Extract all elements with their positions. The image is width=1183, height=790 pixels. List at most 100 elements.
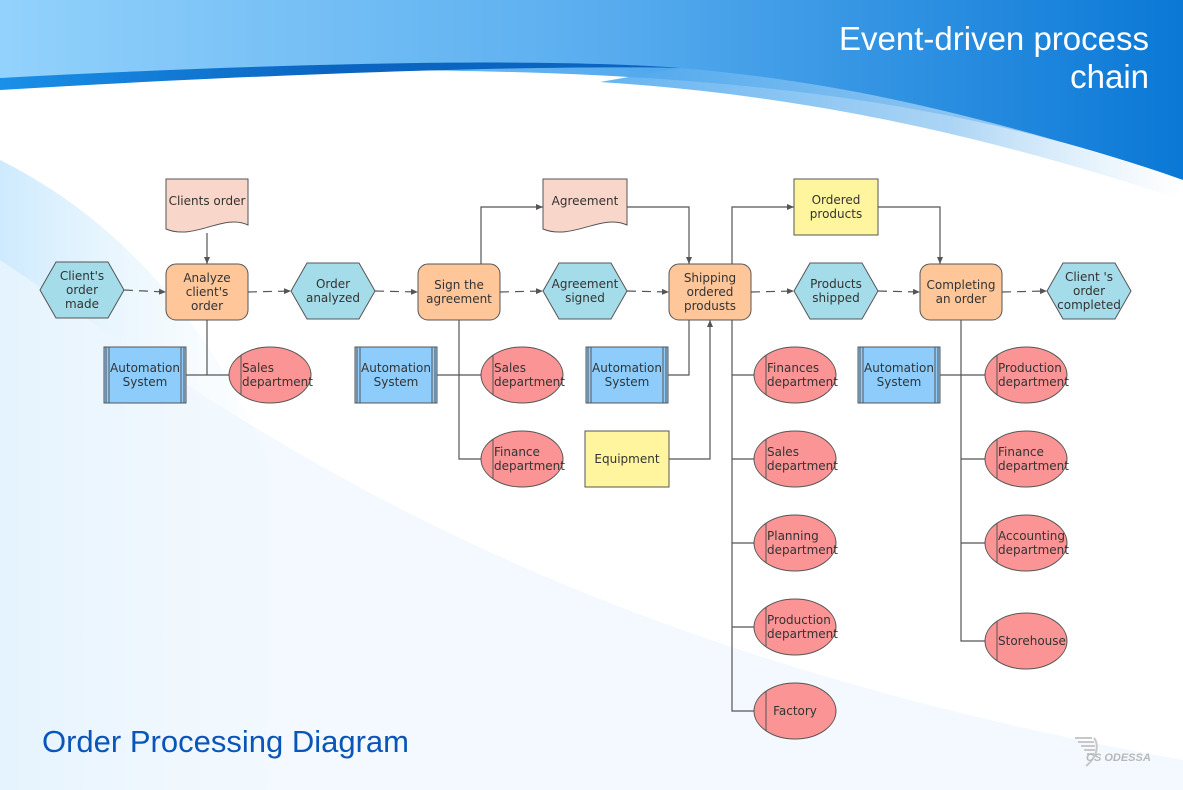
bottom-swoosh: [0, 260, 1183, 790]
org-unit-shape: [984, 430, 1068, 488]
connectors: [123, 204, 1048, 712]
node-label: department: [998, 375, 1069, 389]
node-org-o8[interactable]: Factory: [753, 682, 837, 740]
node-label: System: [605, 375, 650, 389]
header-accent-band: [0, 62, 680, 90]
node-label: Products: [810, 277, 862, 291]
node-label: Finance: [998, 445, 1044, 459]
node-label: Analyze: [183, 271, 230, 285]
org-unit-shape: [480, 430, 564, 488]
node-label: products: [810, 207, 862, 221]
event-shape: [39, 261, 125, 319]
node-label: Order: [316, 277, 350, 291]
flow-f3-i2: [731, 204, 794, 264]
node-label: ordered: [687, 285, 734, 299]
node-label: analyzed: [306, 291, 360, 305]
header-light-band: [600, 68, 1183, 200]
node-label: department: [998, 459, 1069, 473]
header-band: [0, 0, 1183, 180]
slide-subtitle: Order Processing Diagram: [42, 724, 409, 759]
node-label: Agreement: [552, 277, 619, 291]
node-label: order: [1073, 284, 1105, 298]
node-document-d1[interactable]: Clients order: [165, 178, 249, 233]
node-label: department: [767, 627, 838, 641]
node-label: department: [998, 543, 1069, 557]
system-shape: [585, 346, 669, 404]
node-label: department: [767, 375, 838, 389]
node-label: client's: [186, 285, 229, 299]
node-label: Clients order: [169, 194, 246, 208]
assoc-f4-trunk: [960, 320, 985, 642]
node-label: department: [767, 543, 838, 557]
node-label: System: [123, 375, 168, 389]
node-label: Production: [998, 361, 1062, 375]
node-info-i1[interactable]: Equipment: [584, 430, 670, 488]
node-label: Production: [767, 613, 831, 627]
node-label: Automation: [361, 361, 431, 375]
node-label: Completing: [926, 278, 995, 292]
node-label: System: [374, 375, 419, 389]
flow-f2-d2: [480, 204, 543, 264]
org-unit-shape: [228, 346, 312, 404]
control-flow-f3-e4: [750, 288, 795, 295]
document-shape: [165, 178, 249, 233]
node-label: order: [191, 299, 223, 313]
node-label: department: [242, 375, 313, 389]
node-label: Ordered: [812, 193, 861, 207]
node-label: Agreement: [552, 194, 619, 208]
node-org-o12[interactable]: Storehouse: [984, 612, 1068, 670]
org-unit-shape: [984, 346, 1068, 404]
node-label: Sales: [494, 361, 526, 375]
event-shape: [1046, 262, 1132, 320]
control-flow-e4-f4: [877, 288, 921, 295]
control-flow-f2-e3: [499, 288, 544, 295]
system-shape: [354, 346, 438, 404]
node-label: shipped: [812, 291, 859, 305]
control-flow-f1-e2: [247, 288, 292, 295]
node-label: Sales: [767, 445, 799, 459]
node-document-d2[interactable]: Agreement: [542, 178, 628, 233]
slide-title: Event-driven process chain: [839, 20, 1149, 96]
node-label: Automation: [592, 361, 662, 375]
node-label: an order: [936, 292, 987, 306]
flow-i2-f4: [878, 206, 943, 264]
assoc-f3-trunk: [731, 320, 754, 712]
org-unit-shape: [480, 346, 564, 404]
system-shape: [857, 346, 941, 404]
node-label: Client's: [60, 269, 104, 283]
document-shape: [542, 178, 628, 233]
node-label: Storehouse: [998, 634, 1066, 648]
slide-title-line2: chain: [1070, 58, 1149, 95]
org-unit-shape: [984, 514, 1068, 572]
node-label: Factory: [773, 704, 817, 718]
node-label: Client 's: [1065, 270, 1113, 284]
logo-text: CS ODESSA: [1086, 752, 1151, 764]
node-label: Planning: [767, 529, 819, 543]
